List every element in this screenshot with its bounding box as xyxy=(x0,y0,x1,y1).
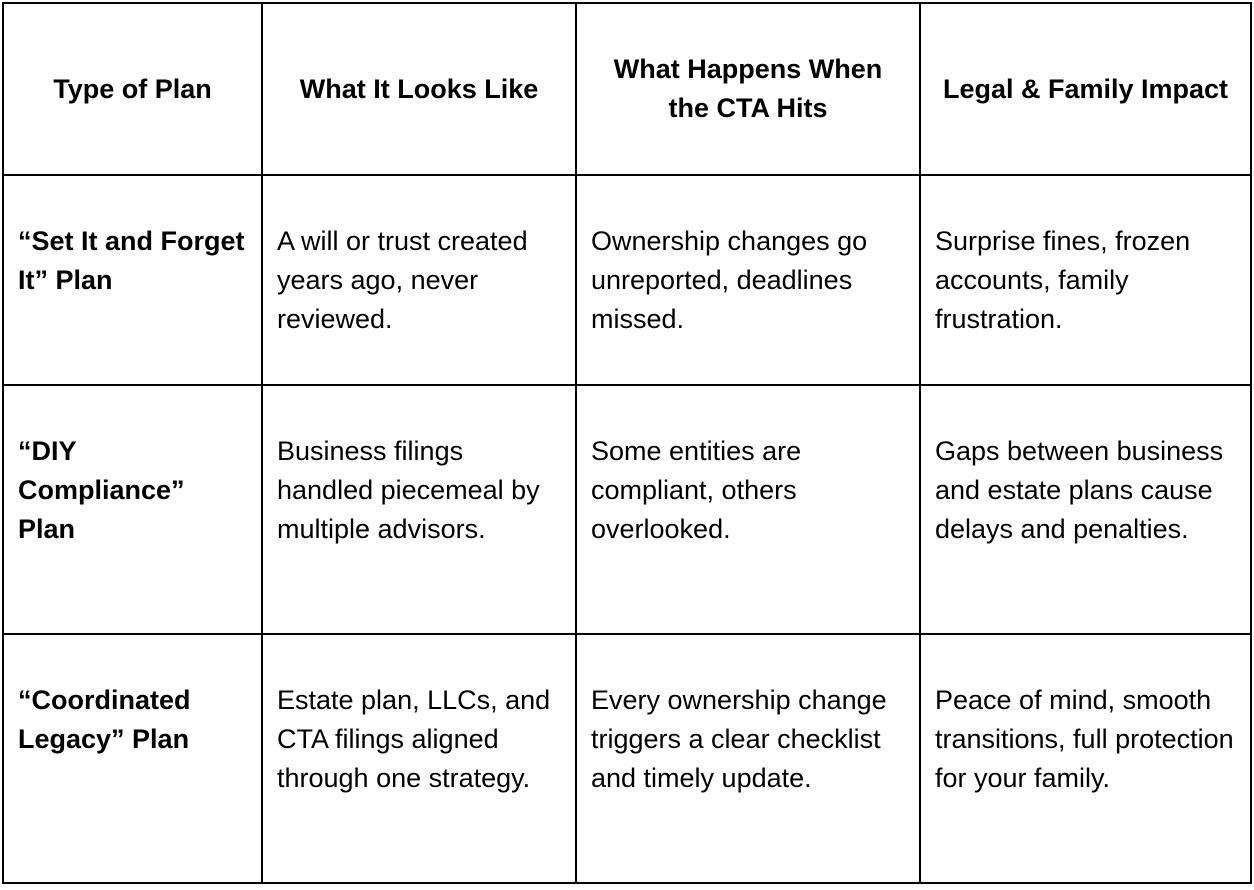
looks-like-text: A will or trust created years ago, never… xyxy=(277,226,528,334)
plan-type-cell: “Coordinated Legacy” Plan xyxy=(2,633,263,884)
impact-text: Surprise fines, frozen accounts, family … xyxy=(935,226,1191,334)
what-happens-cell: Some entities are compliant, others over… xyxy=(575,384,921,635)
plan-type-label: “Coordinated Legacy” Plan xyxy=(18,685,191,754)
what-happens-cell: Every ownership change triggers a clear … xyxy=(575,633,921,884)
looks-like-text: Business filings handled piecemeal by mu… xyxy=(277,436,540,544)
impact-text: Peace of mind, smooth transitions, full … xyxy=(935,685,1234,793)
impact-cell: Peace of mind, smooth transitions, full … xyxy=(919,633,1252,884)
table-row: “Set It and Forget It” Plan A will or tr… xyxy=(2,174,1252,386)
table-row: “Coordinated Legacy” Plan Estate plan, L… xyxy=(2,633,1252,884)
what-happens-text: Every ownership change triggers a clear … xyxy=(591,685,887,793)
header-what-happens: What Happens When the CTA Hits xyxy=(575,2,921,176)
looks-like-cell: Estate plan, LLCs, and CTA filings align… xyxy=(261,633,577,884)
what-happens-text: Ownership changes go unreported, deadlin… xyxy=(591,226,868,334)
what-happens-text: Some entities are compliant, others over… xyxy=(591,436,802,544)
what-happens-cell: Ownership changes go unreported, deadlin… xyxy=(575,174,921,386)
plan-type-cell: “Set It and Forget It” Plan xyxy=(2,174,263,386)
impact-cell: Gaps between business and estate plans c… xyxy=(919,384,1252,635)
looks-like-cell: Business filings handled piecemeal by mu… xyxy=(261,384,577,635)
header-type-of-plan: Type of Plan xyxy=(2,2,263,176)
looks-like-cell: A will or trust created years ago, never… xyxy=(261,174,577,386)
impact-cell: Surprise fines, frozen accounts, family … xyxy=(919,174,1252,386)
header-what-it-looks-like: What It Looks Like xyxy=(261,2,577,176)
table-header-row: Type of Plan What It Looks Like What Hap… xyxy=(2,2,1252,176)
plan-type-label: “Set It and Forget It” Plan xyxy=(18,226,245,295)
plan-type-label: “DIY Compliance” Plan xyxy=(18,436,185,544)
header-legal-family-impact: Legal & Family Impact xyxy=(919,2,1252,176)
plan-type-cell: “DIY Compliance” Plan xyxy=(2,384,263,635)
looks-like-text: Estate plan, LLCs, and CTA filings align… xyxy=(277,685,551,793)
impact-text: Gaps between business and estate plans c… xyxy=(935,436,1224,544)
table-row: “DIY Compliance” Plan Business filings h… xyxy=(2,384,1252,635)
